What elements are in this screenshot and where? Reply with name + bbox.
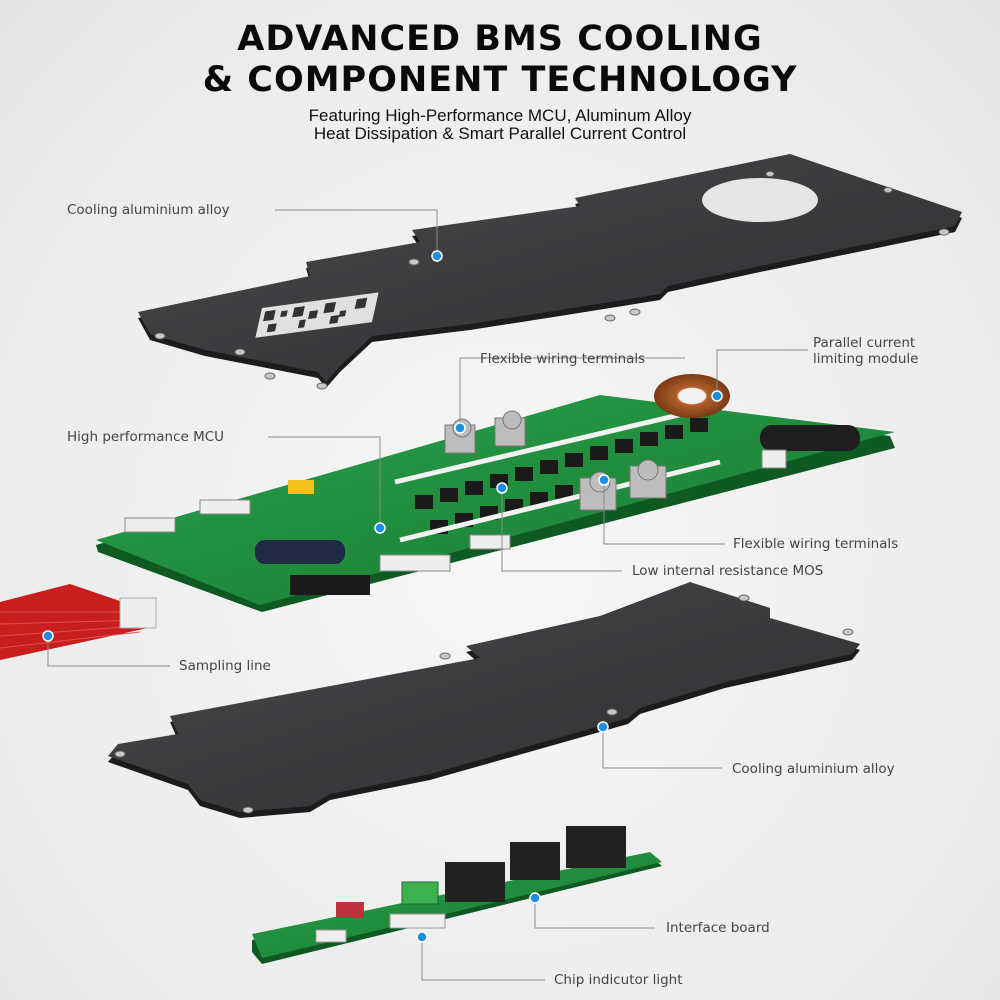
callout-cooling-bottom: Cooling aluminium alloy [732,761,895,777]
bottom-cooling-plate [108,582,860,818]
callout-indicator: Chip indicutor light [554,972,683,988]
main-pcb [96,374,895,612]
top-cooling-plate [138,154,962,390]
subtitle-line-2: Heat Dissipation & Smart Parallel Curren… [313,124,687,143]
callout-cooling-top: Cooling aluminium alloy [67,202,230,218]
callout-wiring-top: Flexible wiring terminals [480,351,646,367]
leader-lines [47,209,808,981]
callout-parallel-line-1: Parallel current [813,335,916,351]
sampling-line-ribbon [0,584,157,660]
subtitle-line-1: Featuring High-Performance MCU, Aluminum… [308,106,692,125]
callout-interface: Interface board [666,920,770,936]
callout-parallel-line-2: limiting module [813,351,919,367]
page-title-line-1: ADVANCED BMS COOLING [237,19,763,59]
interface-board [252,826,662,964]
page-title-line-2: & COMPONENT TECHNOLOGY [202,60,798,100]
callout-sampling: Sampling line [179,658,271,674]
callout-mos: Low internal resistance MOS [632,563,824,579]
callout-wiring-mid: Flexible wiring terminals [733,536,899,552]
callout-markers [42,250,723,943]
callout-mcu: High performance MCU [67,429,225,445]
